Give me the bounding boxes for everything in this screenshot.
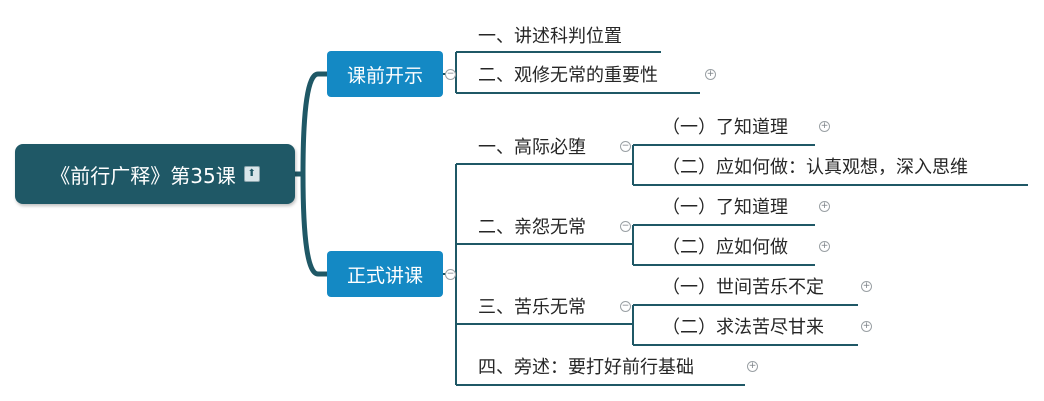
topic-node[interactable]: 二、亲怨无常 — [478, 217, 586, 238]
expand-toggle-icon[interactable]: + — [705, 69, 716, 80]
topic-node[interactable]: 一、高际必堕 — [478, 137, 586, 158]
topic-node[interactable]: （一）了知道理 — [662, 117, 788, 138]
topic-node[interactable]: （二）应如何做：认真观想，深入思维 — [662, 157, 968, 178]
expand-toggle-icon[interactable]: + — [747, 361, 758, 372]
collapse-toggle-icon[interactable]: − — [620, 141, 631, 152]
expand-toggle-icon[interactable]: + — [819, 241, 830, 252]
expand-toggle-icon[interactable]: + — [861, 281, 872, 292]
topic-node[interactable]: （一）世间苦乐不定 — [662, 277, 824, 298]
topic-node[interactable]: （二）求法苦尽甘来 — [662, 317, 824, 338]
topic-node[interactable]: 一、讲述科判位置 — [478, 26, 622, 47]
branch-zhengshi-jiangke[interactable]: 正式讲课 — [327, 251, 443, 297]
collapse-toggle-icon[interactable]: − — [445, 269, 456, 280]
connector-root-branch-2 — [295, 171, 327, 277]
topic-node[interactable]: 四、旁述：要打好前行基础 — [478, 357, 694, 378]
connector-root-branch-1 — [295, 71, 327, 177]
root-topic[interactable]: 《前行广释》第35课 ⬆ — [15, 144, 295, 204]
branch-label: 正式讲课 — [346, 264, 423, 287]
branch-kecian-kaishi[interactable]: 课前开示 — [327, 51, 443, 97]
topic-node[interactable]: （二）应如何做 — [662, 237, 788, 258]
expand-toggle-icon[interactable]: + — [819, 201, 830, 212]
collapse-toggle-icon[interactable]: − — [620, 301, 631, 312]
topic-node[interactable]: （一）了知道理 — [662, 197, 788, 218]
expand-toggle-icon[interactable]: + — [819, 121, 830, 132]
topic-node[interactable]: 二、观修无常的重要性 — [478, 65, 658, 86]
branch-label: 课前开示 — [346, 64, 423, 87]
up-arrow-icon[interactable]: ⬆ — [243, 166, 260, 182]
collapse-toggle-icon[interactable]: − — [620, 221, 631, 232]
topic-node[interactable]: 三、苦乐无常 — [478, 297, 586, 318]
collapse-toggle-icon[interactable]: − — [445, 69, 456, 80]
expand-toggle-icon[interactable]: + — [861, 321, 872, 332]
root-topic-label: 《前行广释》第35课 — [50, 163, 236, 188]
